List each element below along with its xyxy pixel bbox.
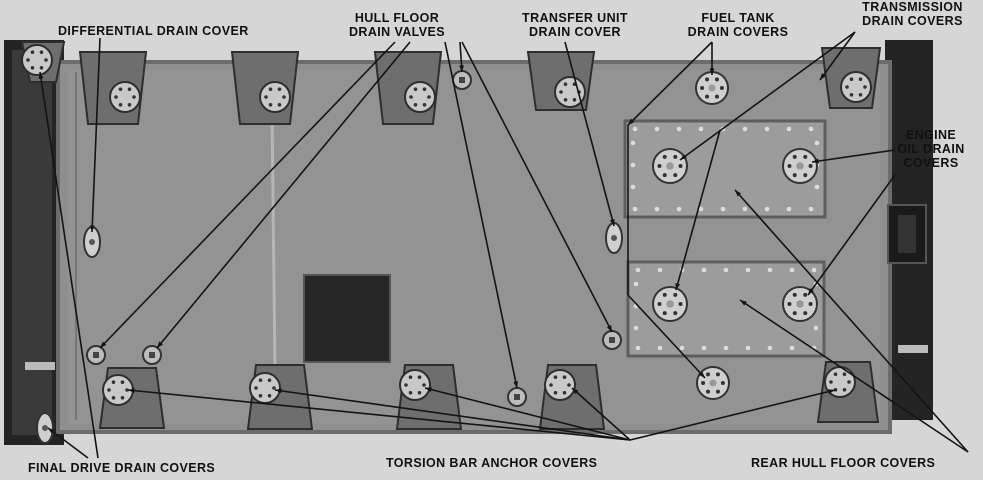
hull-floor-drain-valve-1: [86, 345, 106, 365]
left-corner-housing: [20, 41, 66, 83]
label-differential-drain-cover: DIFFERENTIAL DRAIN COVER: [58, 24, 249, 38]
escape-hatch: [303, 274, 391, 363]
fuel-tank-drain-cover-upper: [695, 71, 729, 105]
transmission-drain-cover-left: [652, 148, 688, 184]
engine-oil-drain-cover-upper: [782, 148, 818, 184]
torsion-bar-anchor-cover-2: [246, 364, 314, 430]
top-housing-3: [373, 51, 443, 125]
label-torsion-bar-anchor-covers: TORSION BAR ANCHOR COVERS: [386, 456, 598, 470]
engine-oil-drain-cover-lower: [782, 286, 818, 322]
transfer-unit-drain-cover-oval: [605, 222, 623, 254]
torsion-bar-anchor-cover-3: [395, 364, 463, 430]
label-final-drive-drain-covers: FINAL DRIVE DRAIN COVERS: [28, 461, 216, 475]
top-housing-1: [78, 51, 148, 125]
hull-floor-drain-valve-3: [452, 70, 472, 90]
final-drive-drain-cover-lower: [36, 412, 54, 444]
hull-floor-drain-valve-5: [507, 387, 527, 407]
transmission-drain-cover-lower: [652, 286, 688, 322]
hull-floor-drain-valve-2: [142, 345, 162, 365]
top-housing-4: [526, 51, 596, 111]
label-rear-hull-floor-covers: REAR HULL FLOOR COVERS: [751, 456, 936, 470]
top-housing-5: [820, 47, 882, 109]
torsion-bar-anchor-cover-5: [816, 361, 880, 423]
torsion-bar-anchor-cover-1: [98, 367, 166, 429]
fuel-tank-drain-cover-lower: [696, 366, 730, 400]
top-housing-2: [230, 51, 300, 125]
torsion-bar-anchor-cover-4: [538, 364, 606, 430]
hull-floor-drain-valve-4: [602, 330, 622, 350]
